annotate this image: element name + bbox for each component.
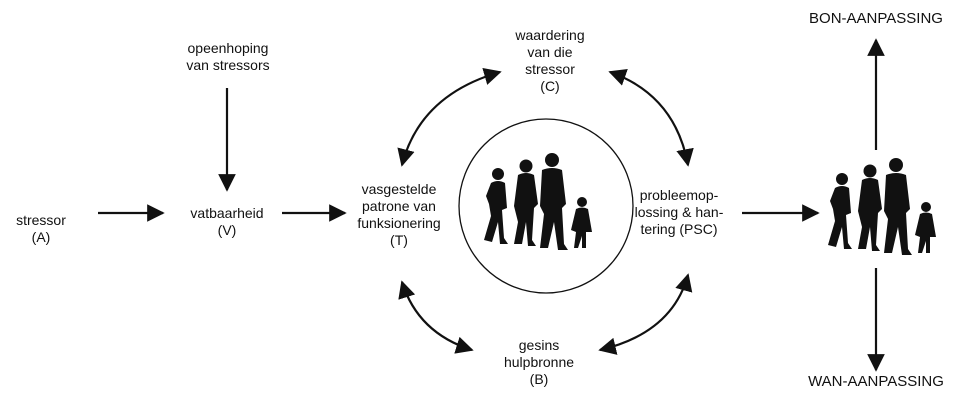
label-good-adaptation: BON-AANPASSING: [809, 10, 943, 27]
curve-arrow-resources-coping: [598, 273, 693, 355]
label-vulnerability: vatbaarheid(V): [190, 205, 264, 238]
label-problem-solving: probleemop-lossing & han-tering (PSC): [634, 187, 724, 237]
family-silhouette-icon: [484, 153, 592, 250]
curve-arrow-patterns-resources: [398, 280, 474, 354]
family-silhouette-icon: [828, 158, 936, 255]
label-stressor: stressor(A): [16, 212, 66, 245]
center-circle: [458, 118, 634, 294]
label-bad-adaptation: WAN-AANPASSING: [808, 373, 944, 390]
curve-arrow-appraisal-coping: [608, 68, 694, 167]
curve-arrow-patterns-appraisal: [397, 67, 502, 167]
